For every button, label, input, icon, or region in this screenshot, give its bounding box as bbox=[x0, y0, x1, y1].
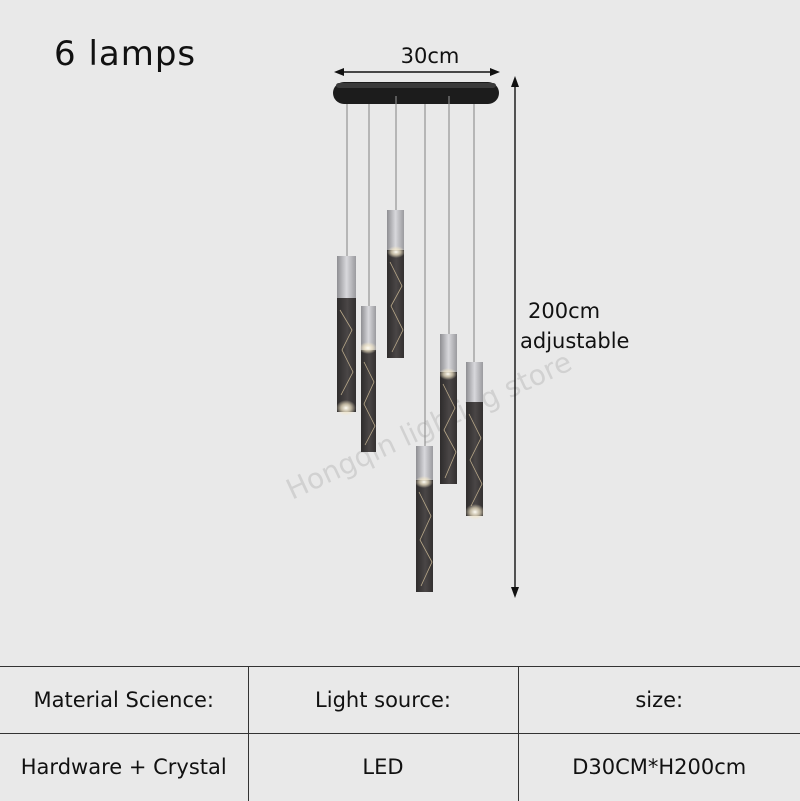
size-header: size: bbox=[517, 666, 800, 734]
pendant-rod-2 bbox=[359, 306, 377, 452]
pendant-rod-6 bbox=[465, 362, 485, 520]
size-value: D30CM*H200cm bbox=[517, 733, 800, 801]
ceiling-canopy bbox=[333, 82, 499, 104]
height-dimension-arrow bbox=[511, 76, 519, 598]
chandelier-illustration: Hongqin lighting store 30cm 200cm adjust… bbox=[281, 44, 629, 598]
width-label: 30cm bbox=[401, 44, 460, 68]
height-label: 200cm bbox=[528, 299, 600, 323]
pendant-rod-5 bbox=[439, 334, 457, 484]
height-note: adjustable bbox=[520, 329, 629, 353]
light-source-header: Light source: bbox=[247, 666, 519, 734]
suspension-wires bbox=[346, 96, 475, 446]
pendant-rod-4 bbox=[415, 446, 433, 592]
specs-table: Material Science: Light source: size: Ha… bbox=[0, 666, 800, 801]
material-header: Material Science: bbox=[0, 666, 249, 734]
specs-header-row: Material Science: Light source: size: bbox=[0, 666, 800, 734]
specs-value-row: Hardware + Crystal LED D30CM*H200cm bbox=[0, 733, 800, 801]
material-value: Hardware + Crystal bbox=[0, 733, 249, 801]
pendant-rod-1 bbox=[336, 256, 356, 416]
product-title: 6 lamps bbox=[54, 34, 197, 74]
width-dimension-arrow bbox=[334, 68, 500, 76]
pendant-rod-3 bbox=[387, 210, 405, 358]
light-source-value: LED bbox=[247, 733, 519, 801]
